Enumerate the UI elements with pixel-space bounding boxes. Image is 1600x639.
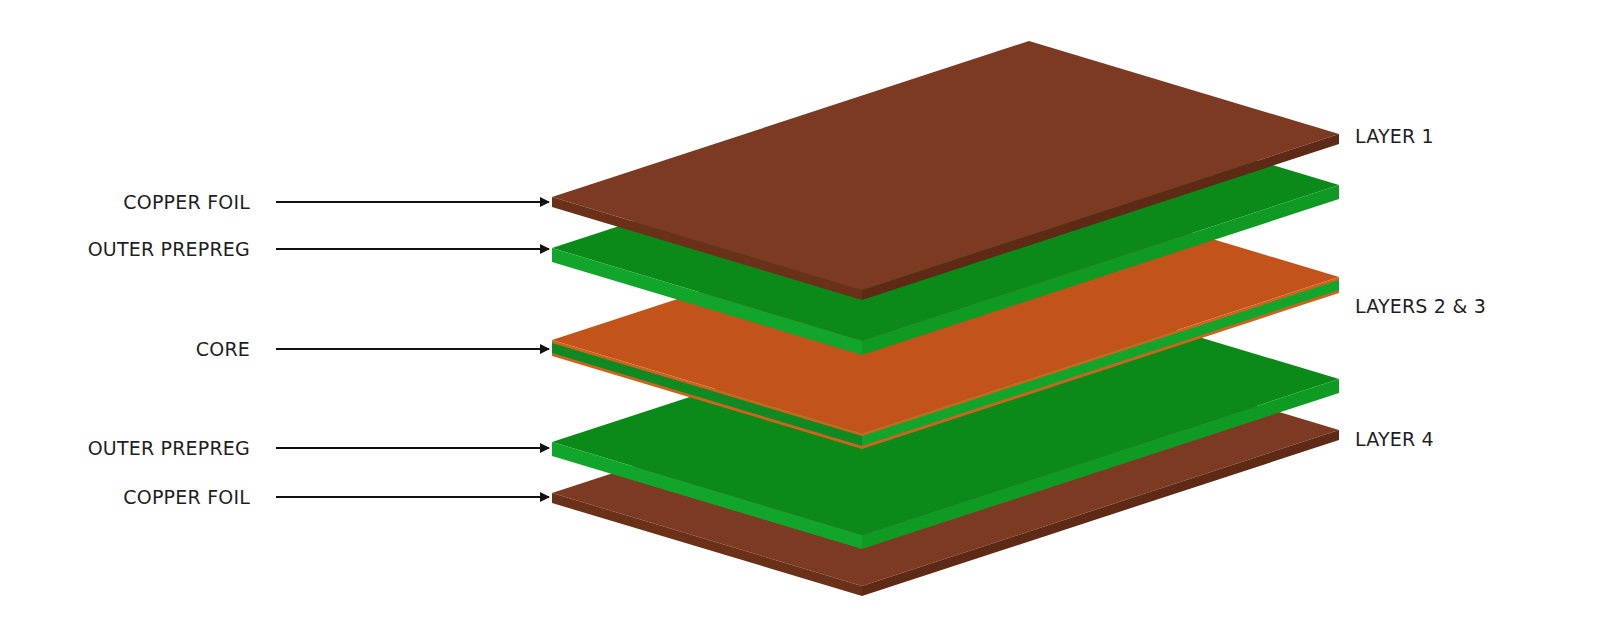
part-label: OUTER PREPREG: [88, 238, 250, 261]
part-label: CORE: [196, 338, 250, 361]
part-label: COPPER FOIL: [123, 486, 250, 509]
part-label: COPPER FOIL: [123, 191, 250, 214]
copper-foil-top: [552, 41, 1339, 300]
layer-label: LAYER 1: [1355, 125, 1434, 148]
layer-label: LAYERS 2 & 3: [1355, 295, 1486, 318]
layer-label: LAYER 4: [1355, 428, 1434, 451]
leader-arrows: [276, 202, 549, 497]
part-label: OUTER PREPREG: [88, 437, 250, 460]
